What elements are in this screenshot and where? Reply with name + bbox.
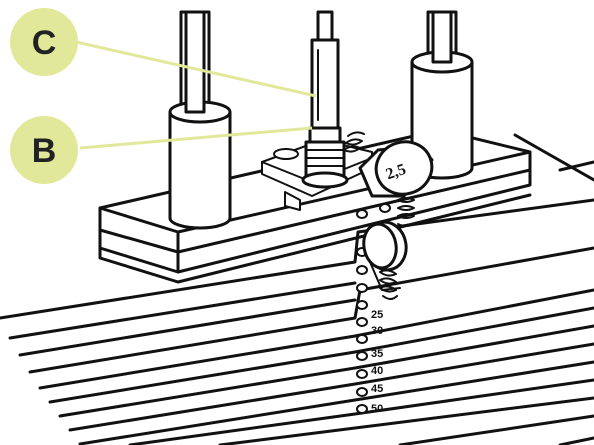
selector-shaft <box>301 10 349 189</box>
callout-c-label: C <box>32 24 57 62</box>
callout-b-leader <box>79 126 313 150</box>
callout-c-leader <box>75 40 317 98</box>
selector-pin-knob: 2,5 <box>358 140 434 198</box>
left-guide-rod <box>168 10 232 230</box>
weight-numbers: 25 30 35 40 45 50 <box>371 309 383 415</box>
weight-number: 30 <box>371 325 383 337</box>
callout-b: B <box>10 116 78 184</box>
weight-plates <box>0 133 594 445</box>
right-guide-rod <box>410 10 474 180</box>
weight-number: 45 <box>371 383 383 395</box>
pin-holes <box>356 203 391 414</box>
weight-number: 50 <box>371 403 383 415</box>
weight-number: 40 <box>371 365 383 377</box>
weight-number: 25 <box>371 309 383 321</box>
lower-pin-knob <box>362 220 408 291</box>
pin-label: 2,5 <box>384 161 408 183</box>
callout-c: C <box>10 8 78 76</box>
callout-b-label: B <box>32 132 57 170</box>
weight-number: 35 <box>371 348 383 360</box>
